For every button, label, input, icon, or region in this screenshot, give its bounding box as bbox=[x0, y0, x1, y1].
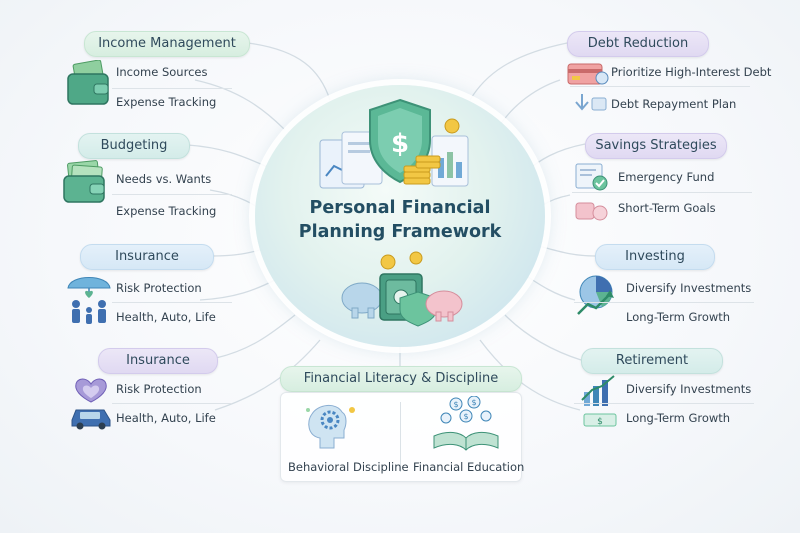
divider bbox=[112, 88, 232, 89]
divider bbox=[574, 403, 754, 404]
savings-strategies-heading: Savings Strategies bbox=[585, 133, 727, 159]
piggy-goal-icon bbox=[575, 202, 608, 221]
investing-heading: Investing bbox=[595, 244, 715, 270]
insurance-heading: Insurance bbox=[98, 348, 218, 374]
book-coins-icon: $$$ bbox=[433, 396, 499, 451]
divider bbox=[112, 194, 232, 195]
diversify-investments-label: Diversify Investments bbox=[626, 382, 752, 396]
needs-vs-wants-label: Needs vs. Wants bbox=[116, 172, 212, 186]
income-sources-label: Income Sources bbox=[116, 65, 208, 79]
svg-text:$: $ bbox=[463, 412, 468, 421]
expense-tracking-label: Expense Tracking bbox=[116, 95, 217, 109]
risk-protection-label: Risk Protection bbox=[116, 382, 202, 396]
health-auto-life-label: Health, Auto, Life bbox=[116, 411, 216, 425]
diversify-investments-label: Diversify Investments bbox=[626, 281, 752, 295]
checklist-icon bbox=[575, 163, 608, 191]
debt-repayment-label: Debt Repayment Plan bbox=[611, 97, 737, 111]
umbrella-family-icon bbox=[67, 277, 111, 324]
divider bbox=[112, 302, 232, 303]
debt-reduction-heading: Debt Reduction bbox=[567, 31, 709, 57]
long-term-growth-label: Long-Term Growth bbox=[626, 411, 731, 425]
growth-chart-icon: $ bbox=[581, 375, 617, 427]
budgeting-heading: Budgeting bbox=[78, 133, 190, 159]
credit-card-icon bbox=[567, 63, 609, 85]
financial-education-label: Financial Education bbox=[413, 460, 525, 474]
risk-protection-label: Risk Protection bbox=[116, 281, 202, 295]
wallet-icon bbox=[67, 60, 109, 105]
repayment-arrow-icon bbox=[575, 94, 607, 111]
piggy-bank-icon bbox=[341, 251, 463, 327]
income-management-heading: Income Management bbox=[84, 31, 250, 57]
divider bbox=[570, 86, 750, 87]
brain-gear-icon bbox=[306, 405, 355, 449]
retirement-heading: Retirement bbox=[581, 348, 723, 374]
insurance-heading: Insurance bbox=[80, 244, 214, 270]
shield-dollar-icon: $ bbox=[319, 98, 469, 189]
svg-text:$: $ bbox=[391, 129, 409, 159]
pie-chart-icon bbox=[577, 275, 614, 315]
heart-car-icon bbox=[71, 378, 111, 430]
prioritize-debt-label: Prioritize High-Interest Debt bbox=[611, 65, 772, 79]
emergency-fund-label: Emergency Fund bbox=[618, 170, 715, 184]
divider bbox=[574, 302, 754, 303]
financial-literacy-heading: Financial Literacy & Discipline bbox=[280, 366, 522, 392]
health-auto-life-label: Health, Auto, Life bbox=[116, 310, 216, 324]
divider bbox=[400, 402, 401, 472]
divider bbox=[572, 192, 752, 193]
short-term-goals-label: Short-Term Goals bbox=[618, 201, 716, 215]
svg-text:$: $ bbox=[453, 400, 458, 409]
divider bbox=[112, 403, 232, 404]
behavioral-discipline-label: Behavioral Discipline bbox=[288, 460, 409, 474]
cash-wallet-icon bbox=[63, 160, 105, 203]
expense-tracking-label: Expense Tracking bbox=[116, 204, 217, 218]
svg-text:$: $ bbox=[471, 398, 476, 407]
svg-text:$: $ bbox=[597, 417, 603, 427]
long-term-growth-label: Long-Term Growth bbox=[626, 310, 731, 324]
